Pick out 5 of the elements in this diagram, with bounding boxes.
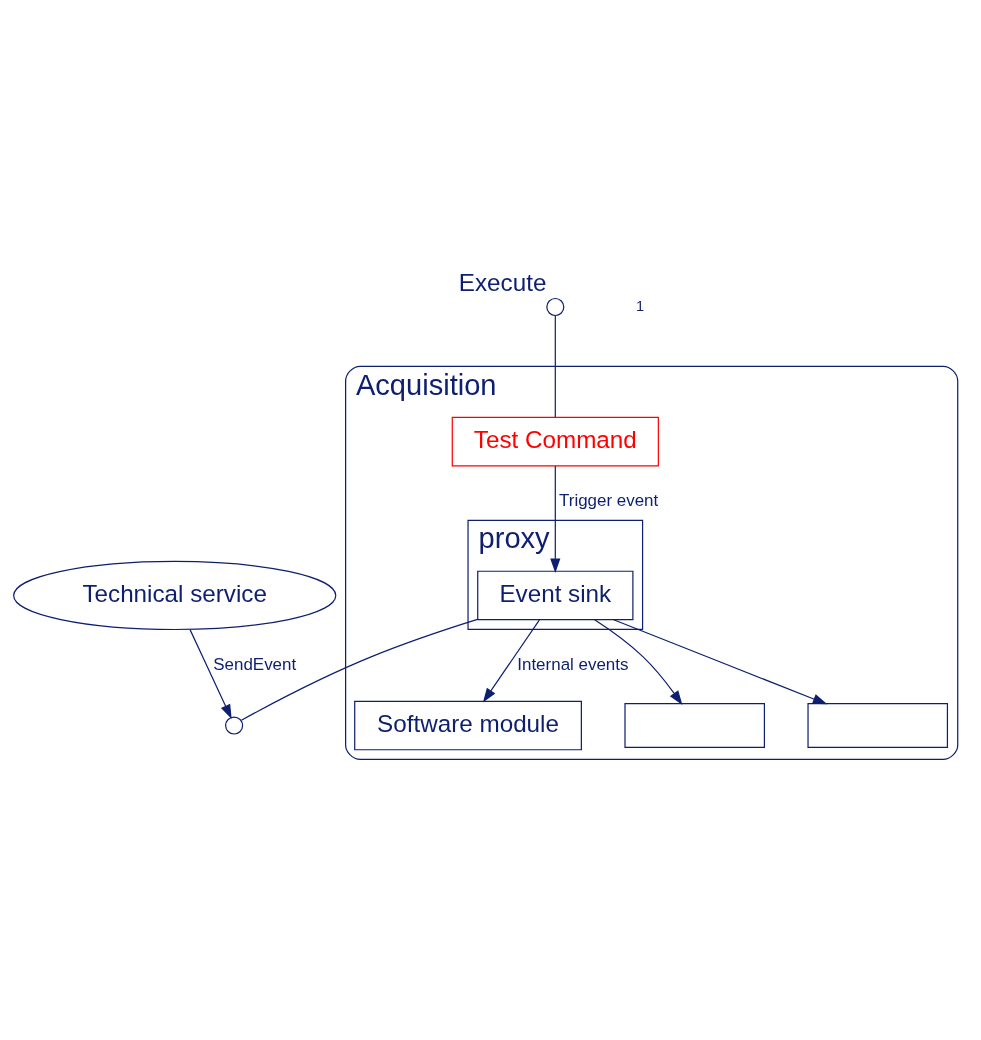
edge-label: Internal events bbox=[517, 654, 629, 674]
label: 1 bbox=[636, 297, 645, 314]
node-label: Execute bbox=[458, 268, 547, 296]
edge-label: SendEvent bbox=[213, 654, 297, 674]
edge-label: Trigger event bbox=[559, 490, 659, 510]
